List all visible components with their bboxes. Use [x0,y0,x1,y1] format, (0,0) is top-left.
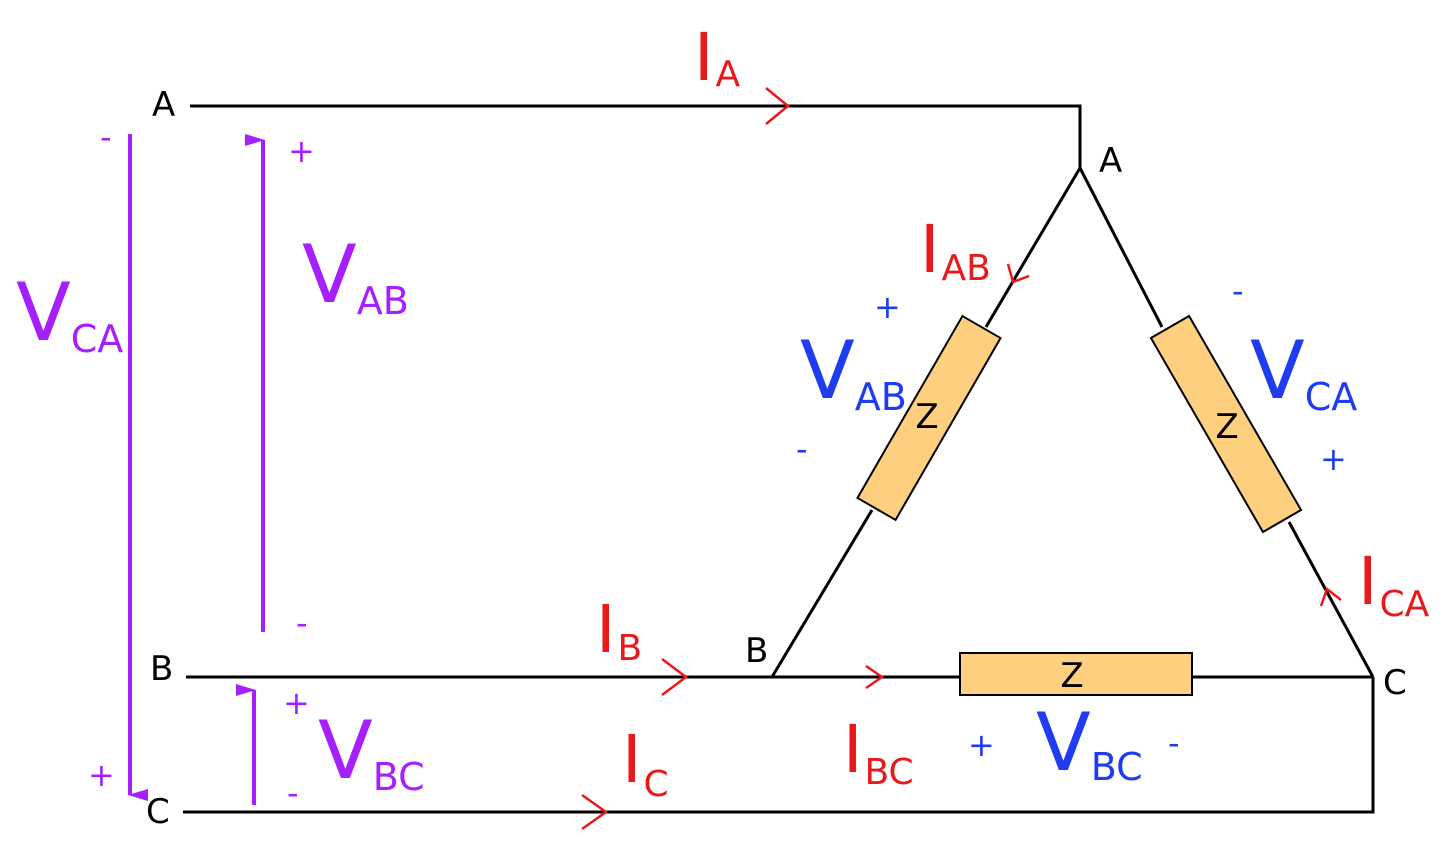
source-node-c-label: C [146,792,170,832]
ica-arrow-icon [1319,586,1342,607]
vca-line-label: VCA [16,266,123,361]
ib-arrow-icon [661,658,689,696]
source-node-a-label: A [152,85,175,125]
phase-voltage-labels: VAB + - VCA - + VBC + - [796,272,1357,789]
current-arrows [581,87,1342,831]
vab-line-label: VAB [302,228,409,323]
load-node-b-label: B [745,631,768,671]
impedance-ca: Z [1149,314,1303,534]
delta-ab-wire-bottom [770,509,874,678]
impedance-ab-label: Z [915,397,938,437]
node-labels: A B C A B C [146,85,1407,832]
vca-phase-plus-sign: + [1320,440,1347,478]
vbc-phase-plus-sign: + [968,726,995,764]
ib-label: IB [596,591,642,669]
impedance-ab: Z [856,314,1002,522]
impedance-ca-label: Z [1215,407,1238,447]
delta-ab-wire-top [984,167,1082,328]
load-node-a-label: A [1099,141,1122,181]
line-c-wire [183,677,1375,814]
ibc-label: IBC [843,711,914,793]
delta-ca-wire-bottom [1287,521,1375,678]
vab-phase-label: VAB [800,324,907,419]
ia-arrow-icon [765,87,790,125]
ic-label: IC [622,721,669,805]
impedance-bc-label: Z [1060,656,1083,696]
vbc-phase-label: VBC [1036,696,1143,789]
line-voltage-labels: VCA - + VAB + - VBC + - [16,118,425,812]
vab-phase-minus-sign: - [796,430,808,468]
ibc-arrow-icon [865,664,885,690]
impedance-bc-body [959,652,1193,696]
iab-label: IAB [920,211,991,289]
vab-line-bottom-sign: - [296,604,308,642]
vab-phase-plus-sign: + [874,288,901,326]
vca-line-bottom-sign: + [88,756,115,794]
vca-line-top-sign: - [100,118,112,156]
source-node-b-label: B [150,649,173,689]
load-node-c-label: C [1383,663,1407,703]
vbc-line-bottom-sign: - [287,774,299,812]
ica-label: ICA [1358,543,1430,625]
impedance-bc: Z [959,652,1193,696]
impedance-ab-body [856,314,1002,522]
vbc-line-label: VBC [318,704,425,799]
vca-phase-minus-sign: - [1232,272,1244,310]
vbc-phase-minus-sign: - [1168,724,1180,762]
iab-arrow-icon [1006,263,1030,284]
vab-line-top-sign: + [288,132,315,170]
current-labels: IA IB IC IAB IBC ICA [596,19,1430,805]
line-voltage-arrows [128,134,265,805]
wires [183,104,1375,814]
vca-phase-label: VCA [1250,324,1357,419]
ia-label: IA [694,19,740,96]
ic-arrow-icon [581,793,609,831]
line-a-wire [190,104,1082,168]
impedance-ca-body [1149,314,1303,534]
delta-ca-wire-top [1078,167,1164,328]
vbc-line-top-sign: + [283,684,310,722]
